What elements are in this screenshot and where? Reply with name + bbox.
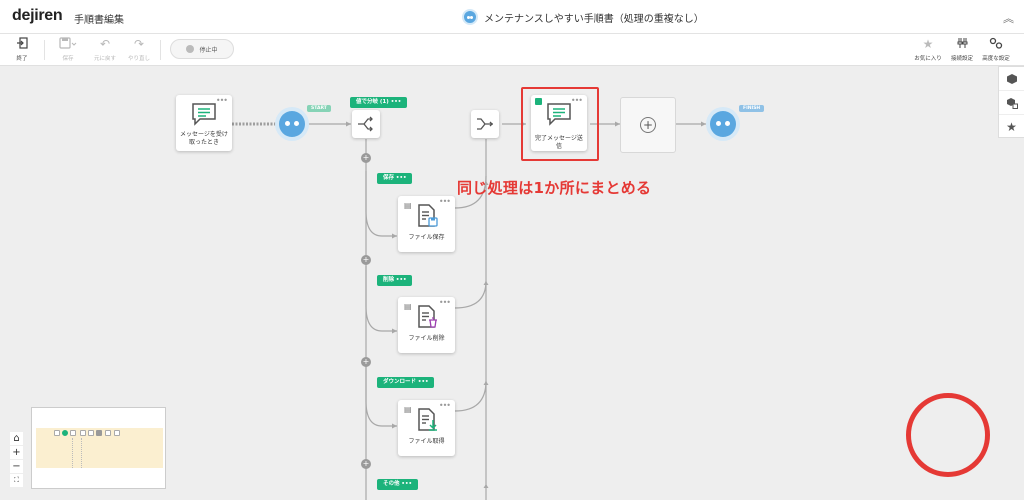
minimap-node bbox=[105, 430, 111, 436]
branch-case-label[interactable]: 削除 ••• bbox=[377, 275, 413, 286]
node-menu-icon[interactable]: ••• bbox=[215, 96, 228, 105]
start-flag: START bbox=[307, 105, 331, 112]
zoom-in-icon[interactable]: + bbox=[10, 446, 23, 459]
dejiren-logo[interactable]: dejiren bbox=[12, 7, 63, 24]
node-menu-icon[interactable]: ••• bbox=[438, 197, 451, 206]
branch-case-label[interactable]: 保存 ••• bbox=[377, 173, 413, 184]
send-label: 完了メッセージ送信 bbox=[535, 135, 583, 150]
branch-merge-node[interactable] bbox=[471, 110, 499, 138]
chat-bubble-icon bbox=[191, 102, 217, 130]
advanced-settings-button[interactable]: 高度な設定 bbox=[978, 37, 1014, 62]
page-name: 手順書編集 bbox=[74, 15, 124, 26]
finish-flag: FINISH bbox=[739, 105, 765, 112]
minimap-node bbox=[54, 430, 60, 436]
add-branch-plus-icon[interactable]: + bbox=[361, 153, 371, 163]
send-message-node[interactable]: ••• 完了メッセージ送信 bbox=[531, 95, 587, 151]
annotation-highlight-box bbox=[521, 87, 599, 161]
file-save-node[interactable]: ▤ ••• ファイル保存 bbox=[398, 196, 455, 252]
split-icon bbox=[358, 116, 373, 132]
file-download-icon bbox=[415, 408, 439, 436]
gears-icon bbox=[978, 37, 1014, 52]
save-icon bbox=[50, 37, 86, 52]
procedure-title-text: メンテナンスしやすい手順書（処理の重複なし） bbox=[484, 13, 704, 25]
toolbar: 終了 保存 ↶ 元に戻す ↷ やり直し 停止中 ★ お気に入り 接続設定 高度な… bbox=[0, 34, 1024, 66]
plus-circle-icon: + bbox=[640, 117, 656, 133]
exit-icon bbox=[4, 37, 40, 52]
trigger-label: メッセージを受け取ったとき bbox=[180, 131, 228, 146]
collapse-header-icon[interactable]: ︽ bbox=[1003, 12, 1014, 25]
minimap-node bbox=[96, 430, 102, 436]
favorite-button[interactable]: ★ お気に入り bbox=[910, 37, 946, 62]
redo-button[interactable]: ↷ やり直し bbox=[121, 37, 157, 62]
chat-bubble-icon bbox=[546, 102, 572, 130]
minimap-branches bbox=[72, 438, 82, 468]
add-branch-plus-icon[interactable]: + bbox=[361, 357, 371, 367]
add-branch-plus-icon[interactable]: + bbox=[361, 459, 371, 469]
bot-icon bbox=[462, 9, 478, 25]
branch-case-label[interactable]: その他 ••• bbox=[377, 479, 418, 490]
node-label: ファイル保存 bbox=[408, 234, 445, 241]
minimap-node bbox=[80, 430, 86, 436]
home-icon[interactable]: ⌂ bbox=[10, 432, 23, 445]
side-tool-panel: ★ bbox=[998, 66, 1024, 138]
finish-bot-icon[interactable] bbox=[710, 111, 736, 137]
flow-canvas[interactable]: ••• メッセージを受け取ったとき START 値で分岐 (1) ••• •••… bbox=[0, 66, 1024, 500]
zoom-controls: ⌂ + − ⛶ bbox=[10, 432, 23, 488]
add-action-slot[interactable]: + bbox=[620, 97, 676, 153]
procedure-title: メンテナンスしやすい手順書（処理の重複なし） bbox=[462, 9, 704, 25]
header-bar: dejiren 手順書編集 メンテナンスしやすい手順書（処理の重複なし） ︽ bbox=[0, 0, 1024, 34]
minimap-node bbox=[62, 430, 68, 436]
file-type-icon: ▤ bbox=[404, 302, 412, 311]
node-menu-icon[interactable]: ••• bbox=[438, 401, 451, 410]
node-label: ファイル取得 bbox=[408, 438, 445, 445]
minimap-node bbox=[114, 430, 120, 436]
node-menu-icon[interactable]: ••• bbox=[570, 96, 583, 105]
file-delete-node[interactable]: ▤ ••• ファイル削除 bbox=[398, 297, 455, 353]
connection-settings-button[interactable]: 接続設定 bbox=[944, 37, 980, 62]
zoom-out-icon[interactable]: − bbox=[10, 460, 23, 473]
exit-button[interactable]: 終了 bbox=[4, 37, 40, 62]
service-icon bbox=[535, 98, 542, 105]
run-status-toggle[interactable]: 停止中 bbox=[170, 39, 234, 59]
file-type-icon: ▤ bbox=[404, 405, 412, 414]
redo-icon: ↷ bbox=[133, 37, 145, 51]
branch-split-node[interactable] bbox=[352, 110, 380, 138]
trigger-node[interactable]: ••• メッセージを受け取ったとき bbox=[176, 95, 232, 151]
add-branch-plus-icon[interactable]: + bbox=[361, 255, 371, 265]
undo-icon: ↶ bbox=[99, 37, 111, 51]
annotation-circle bbox=[906, 393, 990, 477]
minimap-node bbox=[70, 430, 76, 436]
cube-icon[interactable] bbox=[999, 67, 1024, 91]
minimap[interactable] bbox=[31, 407, 166, 489]
file-download-node[interactable]: ▤ ••• ファイル取得 bbox=[398, 400, 455, 456]
annotation-text: 同じ処理は1か所にまとめる bbox=[457, 179, 652, 197]
package-settings-icon[interactable] bbox=[999, 91, 1024, 115]
toolbar-divider bbox=[44, 40, 45, 60]
file-delete-icon bbox=[415, 305, 439, 333]
merge-icon bbox=[477, 118, 493, 130]
star-icon: ★ bbox=[922, 37, 934, 51]
star-icon[interactable]: ★ bbox=[1006, 120, 1017, 134]
minimap-node bbox=[88, 430, 94, 436]
start-bot-icon[interactable] bbox=[279, 111, 305, 137]
connection-icon bbox=[944, 37, 980, 52]
toolbar-divider bbox=[160, 40, 161, 60]
node-menu-icon[interactable]: ••• bbox=[438, 298, 451, 307]
undo-button[interactable]: ↶ 元に戻す bbox=[87, 37, 123, 62]
file-save-icon bbox=[415, 204, 439, 232]
branch-label[interactable]: 値で分岐 (1) ••• bbox=[350, 97, 408, 108]
file-type-icon: ▤ bbox=[404, 201, 412, 210]
node-label: ファイル削除 bbox=[408, 335, 445, 342]
branch-case-label[interactable]: ダウンロード ••• bbox=[377, 377, 435, 388]
status-dot-icon bbox=[186, 45, 195, 53]
flow-connectors bbox=[232, 121, 706, 500]
save-button[interactable]: 保存 bbox=[50, 37, 86, 62]
fit-view-icon[interactable]: ⛶ bbox=[10, 474, 23, 487]
